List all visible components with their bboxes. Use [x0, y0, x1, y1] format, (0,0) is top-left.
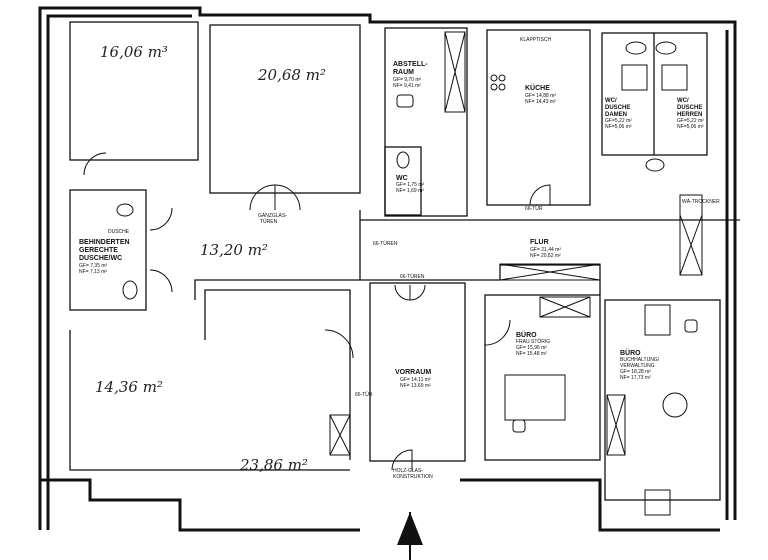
behinderten-label-3: DUSCHE/WC — [79, 255, 122, 262]
fixtures — [116, 31, 703, 516]
area-hall-west: 13,20 m² — [200, 241, 268, 259]
wc-herren-gf: GF=5,22 m² — [677, 118, 704, 124]
behinderten-label: BEHINDERTEN — [79, 239, 130, 246]
buero-stoerig-sub: FRAU STÖRIG — [516, 338, 550, 345]
shower-icon — [621, 64, 648, 91]
abstellraum-label-2: RAUM — [393, 69, 414, 76]
toilet-icon — [116, 203, 134, 217]
behinderten-nf: NF= 7,13 m² — [79, 269, 107, 275]
room-top-left — [69, 21, 199, 161]
table-icon — [662, 392, 688, 418]
flur-label: FLUR — [530, 239, 549, 246]
flur-dryer: WÄ-TROCKNER — [682, 198, 720, 205]
toilet-icon — [655, 41, 677, 55]
kueche-nf: NF= 14,43 m² — [525, 99, 556, 105]
kueche-door: 66-TÜR — [525, 205, 543, 212]
vorraum-gf: GF= 14,11 m² — [400, 377, 431, 383]
dryer-cabinet — [679, 194, 703, 276]
exterior-walls — [38, 6, 737, 532]
area-room-bottom-left: 14,36 m² — [95, 378, 163, 396]
wc-herren-label-2: DUSCHE — [677, 105, 702, 111]
behinderten-gf: GF= 7,35 m² — [79, 263, 108, 269]
interior-walls — [69, 21, 740, 501]
shelf-cross — [444, 31, 466, 113]
kueche-klapptisch: KLAPPTISCH — [520, 37, 552, 43]
room-top-middle — [209, 24, 361, 194]
area-room-top-left: 16,06 m³ — [100, 43, 168, 61]
wc-herren-label: WC/ — [677, 98, 689, 104]
wc-label: WC — [396, 175, 408, 182]
wc-damen-label: WC/ — [605, 98, 617, 104]
flur-cabinet — [499, 263, 601, 281]
wc-herren-label-3: HERREN — [677, 112, 702, 118]
desk-icon — [644, 304, 671, 336]
buero-buchhaltung — [604, 299, 721, 501]
flur-glass-door-2: TÜREN — [260, 218, 278, 225]
wc-nf: NF= 1,69 m² — [396, 188, 424, 194]
buero-buchhaltung-gf: GF= 18,28 m² — [620, 369, 651, 375]
wc-gf: GF= 1,75 m² — [396, 182, 425, 188]
flur-nf: NF= 20,82 m² — [530, 253, 561, 259]
buero-buchhaltung-nf: NF= 17,73 m² — [620, 375, 651, 381]
desk-icon — [644, 489, 671, 516]
abstellraum-nf: NF= 9,41 m² — [393, 83, 421, 89]
chair-icon — [512, 419, 526, 433]
buero-stoerig-gf: GF= 15,96 m² — [516, 345, 547, 351]
flur-gf: GF= 21,44 m² — [530, 247, 561, 253]
kueche — [486, 29, 591, 206]
chair-icon — [396, 94, 414, 108]
vorraum-door: 66-TÜR — [355, 391, 373, 398]
vorraum-construction: HOLZ-GLAS- — [393, 468, 423, 474]
kueche-gf: GF= 14,88 m² — [525, 93, 556, 99]
vorraum-nf: NF= 13,69 m² — [400, 383, 431, 389]
wc-damen-nf: NF=5,06 m² — [605, 124, 632, 130]
abstellraum-label: ABSTELL- — [393, 61, 428, 68]
north-arrow-icon — [397, 512, 423, 560]
sink-icon — [645, 158, 665, 172]
flur-doors-1: 66-TÜREN — [373, 240, 398, 247]
flur-glass-door: GANZGLAS- — [258, 213, 287, 219]
wc-damen-label-2: DUSCHE — [605, 105, 630, 111]
wc-room — [384, 146, 422, 216]
buero-buchhaltung-sub-2: VERWALTUNG — [620, 363, 655, 369]
wc-damen-label-3: DAMEN — [605, 112, 627, 118]
wc-herren-nf: NF=5,06 m² — [677, 124, 704, 130]
vorraum-label: VORRAUM — [395, 369, 431, 376]
behinderten-dusche-note: DUSCHE — [108, 229, 130, 235]
kueche-label: KÜCHE — [525, 83, 550, 92]
behinderten-wc — [69, 189, 147, 311]
door-swing-icon — [83, 152, 551, 471]
area-room-top-middle: 20,68 m² — [257, 66, 326, 84]
stove-icon — [490, 74, 506, 91]
abstellraum — [384, 27, 468, 217]
shower-icon — [661, 64, 688, 91]
sink-icon — [122, 280, 138, 300]
buero-buchhaltung-sub: BUCHHALTUNG/ — [620, 357, 660, 363]
desk-icon — [504, 374, 566, 421]
wc-damen-gf: GF=5,22 m² — [605, 118, 632, 124]
buero-buchhaltung-label: BÜRO — [620, 348, 641, 357]
toilet-icon — [625, 41, 647, 55]
behinderten-label-2: GERECHTE — [79, 247, 118, 254]
buero-stoerig-nf: NF= 15,48 m² — [516, 351, 547, 357]
flur-doors-2: 66-TÜREN — [400, 273, 425, 280]
area-room-bottom-middle: 23,86 m² — [239, 456, 308, 474]
vorraum — [369, 282, 466, 462]
toilet-icon — [396, 151, 410, 169]
buero-stoerig — [484, 294, 601, 461]
buero-stoerig-label: BÜRO — [516, 330, 537, 339]
chair-icon — [684, 319, 698, 333]
vorraum-construction-2: KONSTRUKTION — [393, 474, 433, 480]
abstellraum-gf: GF= 9,70 m² — [393, 77, 422, 83]
